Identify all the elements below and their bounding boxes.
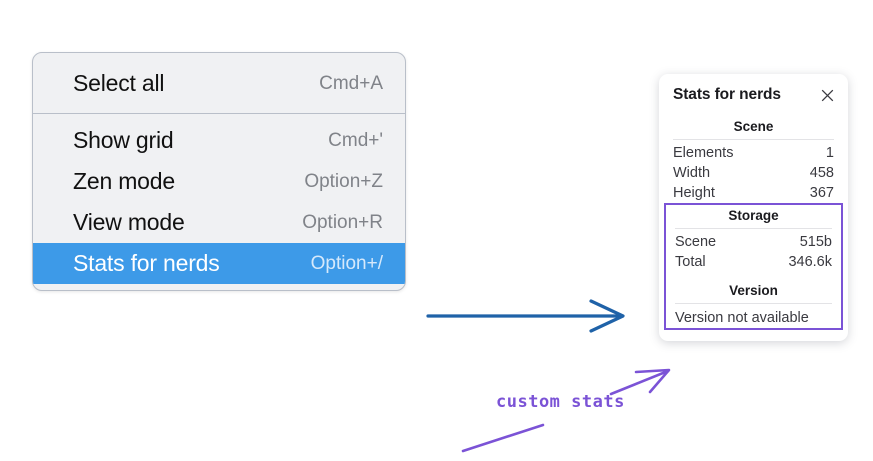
menu-item-show-grid[interactable]: Show grid Cmd+' (33, 120, 405, 161)
callout-label: custom stats (496, 392, 625, 412)
panel-section-storage: Storage Scene 515b Total 346.6k (666, 205, 841, 272)
section-divider (675, 228, 832, 229)
stats-for-nerds-panel: Stats for nerds Scene Elements 1 Width 4… (659, 74, 848, 341)
menu-item-shortcut: Option+R (302, 211, 383, 233)
custom-stats-highlight-box: Storage Scene 515b Total 346.6k Version … (664, 203, 843, 330)
menu-group-1: Select all Cmd+A (33, 53, 405, 113)
stat-key: Scene (675, 234, 717, 250)
menu-item-label: View mode (73, 209, 185, 235)
menu-item-view-mode[interactable]: View mode Option+R (33, 202, 405, 243)
stat-value: 367 (809, 185, 834, 201)
stat-value: 1 (825, 145, 834, 161)
stat-key: Height (673, 185, 715, 201)
callout-arrow-icon (609, 368, 671, 396)
stat-row: Total 346.6k (666, 252, 841, 272)
version-text: Version not available (675, 310, 809, 326)
menu-separator (33, 113, 405, 114)
section-title: Storage (728, 208, 779, 223)
menu-item-shortcut: Cmd+A (319, 72, 383, 94)
panel-section-version: Version Version not available (666, 272, 841, 328)
stat-row: Elements 1 (659, 143, 848, 163)
stat-row: Scene 515b (666, 232, 841, 252)
menu-item-label: Select all (73, 70, 165, 96)
stat-value: 458 (809, 165, 834, 181)
stat-row: Height 367 (659, 183, 848, 203)
flow-arrow-icon (426, 299, 625, 333)
menu-item-shortcut: Option+/ (310, 252, 383, 274)
menu-item-zen-mode[interactable]: Zen mode Option+Z (33, 161, 405, 202)
menu-item-stats-for-nerds[interactable]: Stats for nerds Option+/ (33, 243, 405, 284)
close-icon[interactable] (819, 87, 836, 104)
menu-item-select-all[interactable]: Select all Cmd+A (33, 63, 405, 104)
context-menu[interactable]: Select all Cmd+A Show grid Cmd+' Zen mod… (32, 52, 406, 291)
menu-group-2: Show grid Cmd+' Zen mode Option+Z View m… (33, 114, 405, 290)
stat-key: Total (675, 254, 706, 270)
stat-value: 515b (799, 234, 832, 250)
panel-title: Stats for nerds (673, 86, 781, 103)
panel-header: Stats for nerds (659, 86, 848, 104)
section-title: Scene (733, 119, 774, 134)
menu-item-label: Zen mode (73, 168, 175, 194)
callout-underline-stroke (461, 423, 545, 453)
stat-key: Width (673, 165, 711, 181)
panel-section-scene: Scene Elements 1 Width 458 Height 367 (659, 116, 848, 203)
menu-item-label: Stats for nerds (73, 250, 220, 276)
stat-row: Width 458 (659, 163, 848, 183)
menu-item-shortcut: Cmd+' (328, 129, 383, 151)
menu-item-shortcut: Option+Z (304, 170, 383, 192)
section-divider (675, 303, 832, 304)
stat-key: Elements (673, 145, 734, 161)
section-divider (673, 139, 834, 140)
menu-item-label: Show grid (73, 127, 174, 153)
stat-value: 346.6k (788, 254, 832, 270)
section-title: Version (729, 283, 778, 298)
